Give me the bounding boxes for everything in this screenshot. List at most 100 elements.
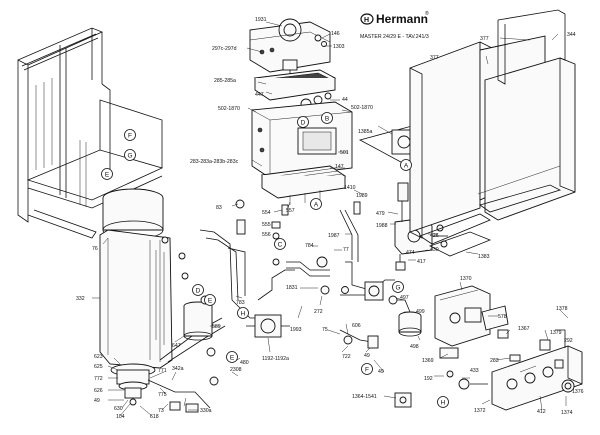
label-1987: 1987 (328, 233, 340, 239)
label-49c: 49 (94, 398, 100, 404)
label-83: 83 (216, 205, 222, 211)
svg-text:D: D (301, 120, 306, 127)
callout-e3: E (204, 294, 216, 306)
label-49b: 49 (378, 369, 384, 375)
label-1372: 1372 (474, 408, 486, 414)
pipework (286, 201, 395, 349)
label-554: 554 (262, 210, 271, 216)
label-76: 76 (92, 246, 98, 252)
callout-bubbles: F G E D B A A C G D E H E F H (101, 112, 449, 408)
label-499: 499 (416, 309, 425, 315)
label-626: 626 (94, 388, 103, 394)
svg-text:E: E (208, 298, 213, 305)
label-342a: 342a (172, 366, 184, 372)
label-772: 772 (94, 376, 103, 382)
label-44: 44 (342, 97, 348, 103)
leader-lines (92, 21, 570, 417)
label-557: 557 (286, 208, 295, 214)
label-192: 192 (424, 376, 433, 382)
callout-a1: A (310, 198, 322, 210)
svg-text:H: H (364, 17, 369, 24)
label-330a: 330a (200, 408, 212, 414)
label-502a: 502-1870 (218, 106, 240, 112)
label-1410: 1410 (344, 185, 356, 191)
label-555: 555 (262, 222, 271, 228)
brand-name: Hermann (376, 12, 428, 26)
label-1993: 1993 (290, 327, 302, 333)
burner (260, 165, 347, 205)
label-771: 771 (158, 368, 167, 374)
label-630: 630 (114, 406, 123, 412)
label-49a: 49 (364, 353, 370, 359)
label-497: 497 (400, 295, 409, 301)
label-332: 332 (76, 296, 85, 302)
label-272: 272 (314, 309, 323, 315)
label-104: 104 (116, 414, 125, 420)
callout-h2: H (437, 396, 449, 408)
label-784: 784 (305, 243, 314, 249)
label-1385: 1385a (358, 129, 373, 135)
callout-d2: D (192, 284, 204, 296)
svg-text:B: B (325, 116, 329, 123)
expansion-vessel (99, 188, 189, 369)
label-479: 479 (376, 211, 385, 217)
svg-text:G: G (127, 153, 132, 160)
label-623: 623 (94, 354, 103, 360)
label-1831: 1831 (286, 285, 298, 291)
label-625: 625 (94, 364, 103, 370)
svg-text:E: E (230, 355, 235, 362)
svg-text:A: A (404, 163, 409, 170)
label-501: 501 (340, 150, 349, 156)
label-1364: 1364-1541 (352, 394, 377, 400)
brand-logo: H Hermann ® (360, 10, 429, 26)
label-618: 618 (150, 414, 159, 420)
part-labels: 1931 146 1303 297c-297d 285-285a 447 44 … (76, 17, 584, 420)
callout-d1: D (297, 116, 309, 128)
label-77: 77 (343, 247, 349, 253)
callout-e2: E (226, 351, 238, 363)
svg-text:F: F (365, 367, 369, 374)
label-722: 722 (342, 354, 351, 360)
pump-assembly (110, 317, 226, 413)
label-606: 606 (352, 323, 361, 329)
label-146: 146 (331, 31, 340, 37)
label-1367: 1367 (518, 326, 530, 332)
label-285: 285-285a (214, 78, 236, 84)
chassis-frame (17, 27, 164, 239)
label-1303: 1303 (333, 44, 345, 50)
callout-b1: B (321, 112, 333, 124)
callout-h1: H (237, 307, 249, 319)
label-1369: 1369 (422, 358, 434, 364)
label-344: 344 (567, 32, 576, 38)
label-412: 412 (537, 409, 546, 415)
label-377b: 377 (480, 36, 489, 42)
label-283: 283-283a-283b-283c (190, 159, 239, 165)
callout-c2: C (274, 238, 286, 250)
label-377a: 377 (430, 55, 439, 61)
label-480: 480 (240, 360, 249, 366)
label-1370: 1370 (460, 276, 472, 282)
svg-text:A: A (314, 202, 319, 209)
label-578: 578 (498, 314, 507, 320)
brand-reg: ® (425, 10, 429, 17)
label-502b: 502-1870 (351, 105, 373, 111)
callout-g1: G (124, 149, 136, 161)
casing-panels (409, 9, 576, 257)
label-556: 556 (262, 232, 271, 238)
fan-unit (249, 18, 331, 85)
label-433: 433 (470, 368, 479, 374)
label-2308: 2308 (230, 367, 242, 373)
label-1378: 1378 (556, 306, 568, 312)
control-panel (434, 285, 509, 347)
svg-text:F: F (128, 133, 132, 140)
callout-a2: A (400, 159, 412, 171)
heat-exchanger (253, 69, 337, 110)
label-647: 647 (172, 343, 181, 349)
svg-text:H: H (441, 400, 446, 407)
misc-bottom-parts (394, 347, 521, 408)
label-73: 73 (158, 408, 164, 414)
callout-g2: G (392, 281, 404, 293)
label-447: 447 (255, 92, 264, 98)
label-75: 75 (322, 327, 328, 333)
label-1376: 1376 (572, 389, 584, 395)
